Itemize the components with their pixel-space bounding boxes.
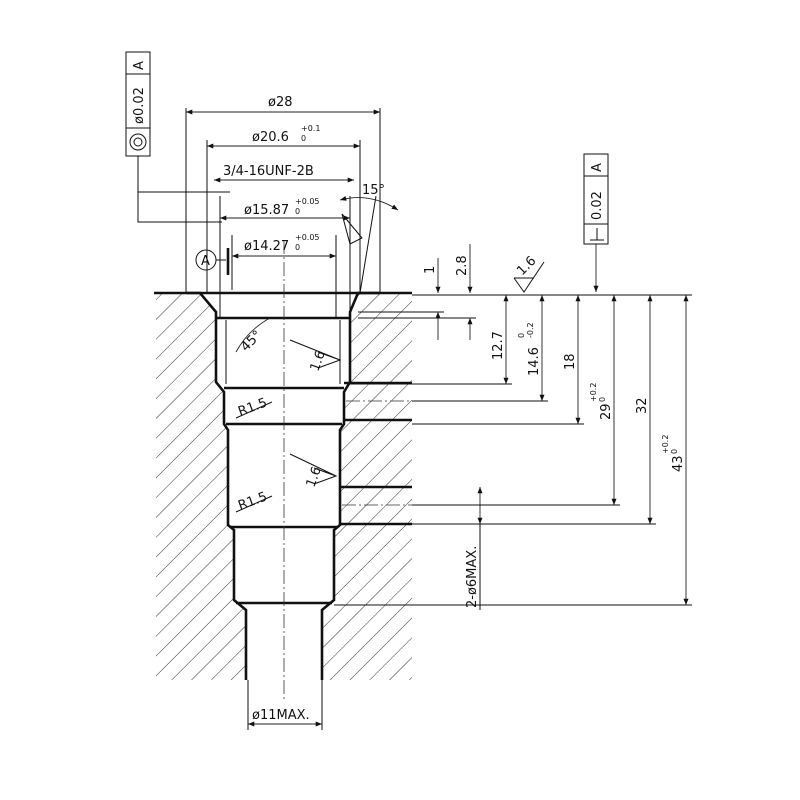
dim-arc-45deg bbox=[235, 317, 271, 353]
gdt-concentricity-value: ø0.02 bbox=[132, 87, 147, 124]
material-hatch-left bbox=[156, 293, 246, 680]
gdt-perpendicularity-datum: A bbox=[590, 163, 605, 172]
dim-d14-27-text: ø14.27 bbox=[244, 239, 289, 254]
dim-d11max-text: ø11MAX. bbox=[252, 708, 310, 723]
concentricity-icon-inner bbox=[133, 137, 143, 147]
dim-d20-6-tol-lower: 0 bbox=[301, 134, 306, 143]
perpendicularity-icon bbox=[590, 228, 604, 241]
dim-v32-text: 32 bbox=[635, 397, 650, 414]
dim-r1-5-a-leader bbox=[235, 401, 273, 419]
bore-profile-right bbox=[320, 291, 380, 680]
dim-v1-text: 1 bbox=[423, 266, 438, 274]
dim-d20-6-tol-upper: +0.1 bbox=[301, 124, 320, 133]
bore-profile-left bbox=[186, 291, 248, 680]
dim-arc-chamfer-small bbox=[341, 213, 363, 245]
surface-finish-bore1-icon bbox=[289, 339, 342, 369]
dim-d14-27-tol-lower: 0 bbox=[295, 243, 300, 252]
dim-v29-tol-upper: +0.2 bbox=[589, 383, 598, 402]
surface-finish-bore2-icon bbox=[289, 453, 338, 485]
dim-d15-87-tol-lower: 0 bbox=[295, 207, 300, 216]
concentricity-icon-outer bbox=[129, 133, 147, 151]
dim-v14-6-tol-upper: 0 bbox=[517, 333, 526, 338]
surface-finish-bore1-text: 1.6 bbox=[308, 349, 329, 374]
surface-finish-bore2-text: 1.6 bbox=[304, 465, 325, 490]
dim-d14-27-tol-upper: +0.05 bbox=[295, 233, 320, 242]
dim-v2-8-text: 2.8 bbox=[455, 255, 470, 276]
surface-finish-top-icon bbox=[513, 261, 545, 293]
datum-a-label: A bbox=[201, 254, 210, 269]
dim-v29-tol-lower: 0 bbox=[598, 397, 607, 402]
dim-v14-6-text: 14.6 bbox=[527, 347, 542, 376]
dim-45deg-text: 45° bbox=[238, 328, 265, 355]
dim-15deg-text: 15° bbox=[362, 183, 385, 198]
dim-v43-tol-upper: +0.2 bbox=[661, 435, 670, 454]
gdt-perpendicularity-value: 0.02 bbox=[590, 191, 605, 220]
dim-arc-15deg bbox=[339, 195, 399, 211]
dim-v18-text: 18 bbox=[563, 353, 578, 370]
dim-r1-5-b-leader bbox=[235, 495, 273, 513]
dim-d15-87-tol-upper: +0.05 bbox=[295, 197, 320, 206]
dim-d15-87-text: ø15.87 bbox=[244, 203, 289, 218]
dim-v29-text: 29 bbox=[599, 403, 614, 420]
dim-v43-tol-lower: 0 bbox=[670, 449, 679, 454]
dim-d20-6-text: ø20.6 bbox=[252, 130, 289, 145]
dim-v43-text: 43 bbox=[671, 455, 686, 472]
dim-d28-text: ø28 bbox=[268, 95, 293, 110]
dim-d6max-text: 2-ø6MAX. bbox=[465, 546, 480, 608]
gdt-concentricity-datum: A bbox=[132, 61, 147, 70]
gdt-concentricity-leader bbox=[137, 156, 230, 223]
dim-v12-7-text: 12.7 bbox=[491, 331, 506, 360]
dim-thread-text: 3/4-16UNF-2B bbox=[223, 164, 314, 179]
dim-v14-6-tol-lower: -0.2 bbox=[526, 322, 535, 338]
chamfer-15-ext-1 bbox=[359, 195, 377, 294]
